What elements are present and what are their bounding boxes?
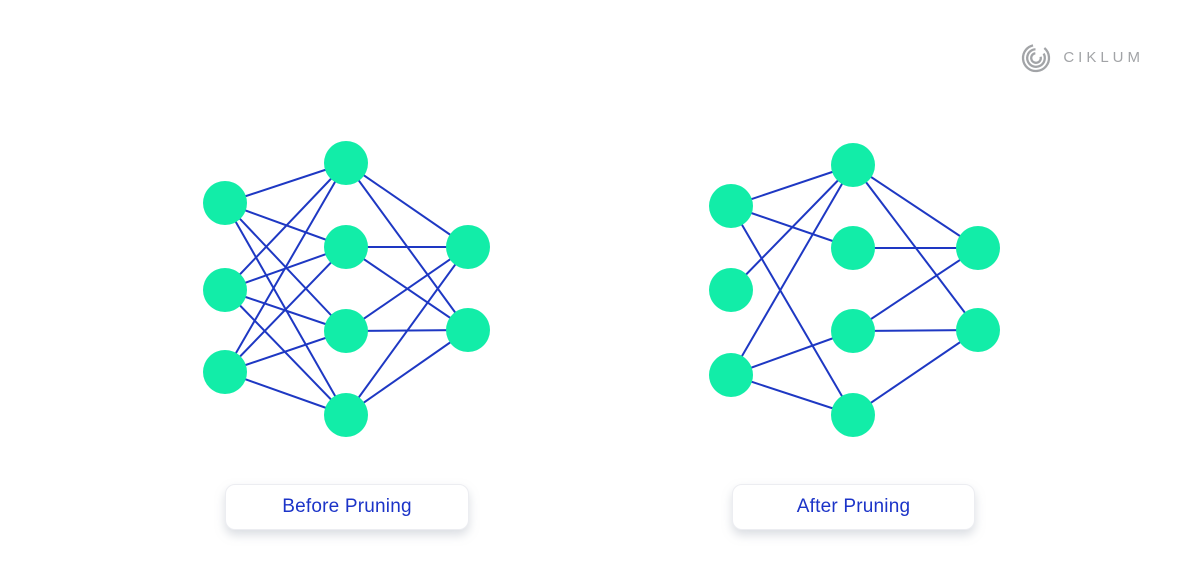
neuron-after-pruning-h3: [831, 393, 875, 437]
neuron-before-pruning-h2: [324, 309, 368, 353]
edge-h0-o0: [345, 162, 469, 248]
network-after-pruning: [709, 143, 1000, 437]
after-pruning-label: After Pruning: [732, 484, 975, 530]
ciklum-logo: CIKLUM: [1021, 39, 1144, 76]
edge-i0-h3: [730, 205, 854, 416]
neuron-after-pruning-o0: [956, 226, 1000, 270]
neuron-before-pruning-o0: [446, 225, 490, 269]
edge-h3-o0: [345, 246, 469, 416]
neuron-before-pruning-i1: [203, 268, 247, 312]
edge-h2-o0: [345, 246, 469, 332]
neuron-before-pruning-h0: [324, 141, 368, 185]
neuron-after-pruning-h1: [831, 226, 875, 270]
after-pruning-label-text: After Pruning: [796, 496, 911, 517]
ciklum-arcs-icon: [1022, 43, 1051, 73]
ciklum-brand-text: CIKLUM: [1063, 49, 1144, 66]
before-pruning-label: Before Pruning: [225, 484, 469, 530]
edge-i2-h0: [224, 162, 347, 373]
neuron-before-pruning-h1: [324, 225, 368, 269]
edge-i2-h1: [224, 246, 347, 373]
edge-h0-o0: [852, 164, 979, 249]
neuron-before-pruning-i2: [203, 350, 247, 394]
edge-i1-h0: [730, 164, 854, 291]
neuron-before-pruning-o1: [446, 308, 490, 352]
edge-h2-o0: [852, 247, 979, 332]
neuron-after-pruning-i2: [709, 353, 753, 397]
edge-h3-o1: [852, 329, 979, 416]
network-before-pruning: [203, 141, 490, 437]
before-pruning-label-text: Before Pruning: [282, 496, 412, 517]
edge-i1-h0: [224, 162, 347, 291]
neuron-after-pruning-h2: [831, 309, 875, 353]
neuron-after-pruning-i0: [709, 184, 753, 228]
neuron-before-pruning-i0: [203, 181, 247, 225]
neuron-after-pruning-h0: [831, 143, 875, 187]
neuron-after-pruning-i1: [709, 268, 753, 312]
neuron-after-pruning-o1: [956, 308, 1000, 352]
neuron-before-pruning-h3: [324, 393, 368, 437]
edge-h3-o1: [345, 329, 469, 416]
edge-i2-h0: [730, 164, 854, 376]
